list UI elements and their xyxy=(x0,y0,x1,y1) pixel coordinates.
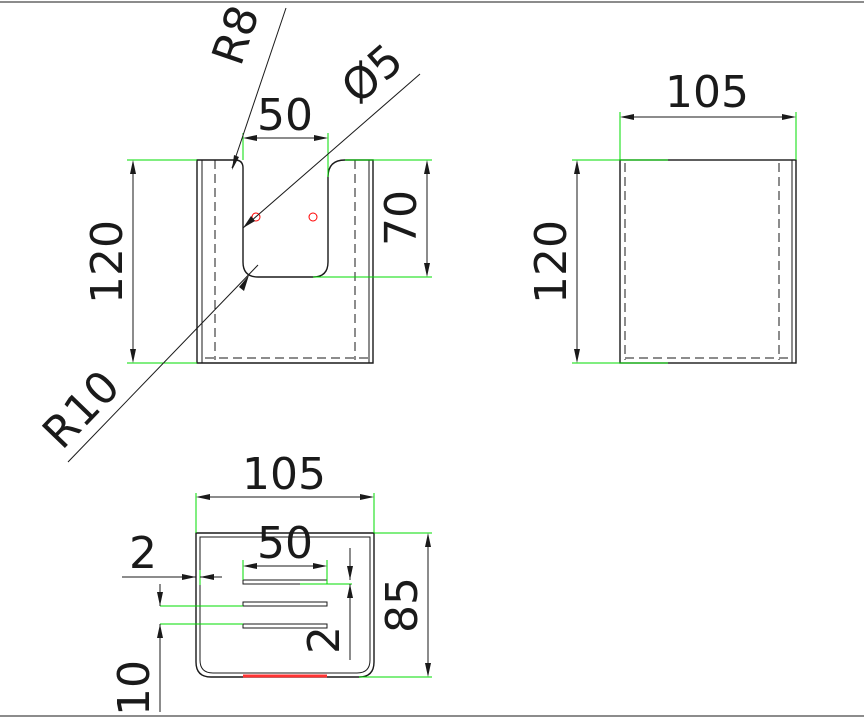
arrow xyxy=(347,566,353,580)
dim-diameter-label: Ø5 xyxy=(332,34,413,114)
leader-r8 xyxy=(231,7,287,169)
arrow xyxy=(425,663,431,677)
leader-diameter xyxy=(242,73,421,229)
arrow xyxy=(243,563,257,569)
top-inner-outline xyxy=(199,536,371,674)
dim-slot-gap-label: 2 xyxy=(299,626,350,654)
arrow xyxy=(574,349,580,363)
arrow xyxy=(232,155,239,170)
arrow xyxy=(314,135,328,141)
arrow xyxy=(782,114,796,120)
dim-slot-depth-label: 70 xyxy=(376,190,427,246)
arrow xyxy=(424,160,430,174)
arrow xyxy=(347,584,353,598)
arrow xyxy=(243,135,257,141)
leader-r10 xyxy=(67,264,259,463)
arrow xyxy=(243,216,255,228)
dim-radius-bottom-label: R10 xyxy=(33,361,130,459)
dim-top-width-label: 105 xyxy=(242,449,326,500)
top-slot-plate xyxy=(242,579,328,585)
top-view: 105 50 2 85 2 10 xyxy=(109,449,432,716)
arrow xyxy=(424,263,430,277)
arrow xyxy=(425,533,431,547)
dim-wall-label: 2 xyxy=(129,528,157,579)
dim-offset-label: 10 xyxy=(109,660,160,716)
arrow xyxy=(182,574,196,580)
arrow xyxy=(130,160,136,174)
arrow xyxy=(239,275,249,291)
side-view: 105 120 xyxy=(526,67,797,364)
hole-left xyxy=(251,212,261,222)
dim-top-slot-width-label: 50 xyxy=(257,518,313,569)
arrow xyxy=(130,349,136,363)
top-slot-plate xyxy=(242,623,328,629)
arrow xyxy=(157,624,163,638)
arrow xyxy=(157,592,163,606)
dim-slot-width-label: 50 xyxy=(257,90,313,141)
arrow xyxy=(574,160,580,174)
front-outline xyxy=(196,159,374,364)
dim-radius-top-label: R8 xyxy=(203,0,270,71)
arrow xyxy=(196,494,210,500)
dim-side-width-label: 105 xyxy=(665,67,749,118)
side-outline xyxy=(619,159,797,364)
hole-right xyxy=(308,212,318,222)
front-view: 120 70 50 R8 Ø5 R10 xyxy=(33,0,432,463)
dim-depth-label: 85 xyxy=(377,577,428,633)
dim-side-height-label: 120 xyxy=(526,220,577,304)
arrow xyxy=(313,563,327,569)
dim-height-label: 120 xyxy=(82,220,133,304)
arrow xyxy=(620,114,634,120)
arrow xyxy=(360,494,374,500)
arrow xyxy=(200,574,214,580)
top-slot-plate xyxy=(242,601,328,607)
